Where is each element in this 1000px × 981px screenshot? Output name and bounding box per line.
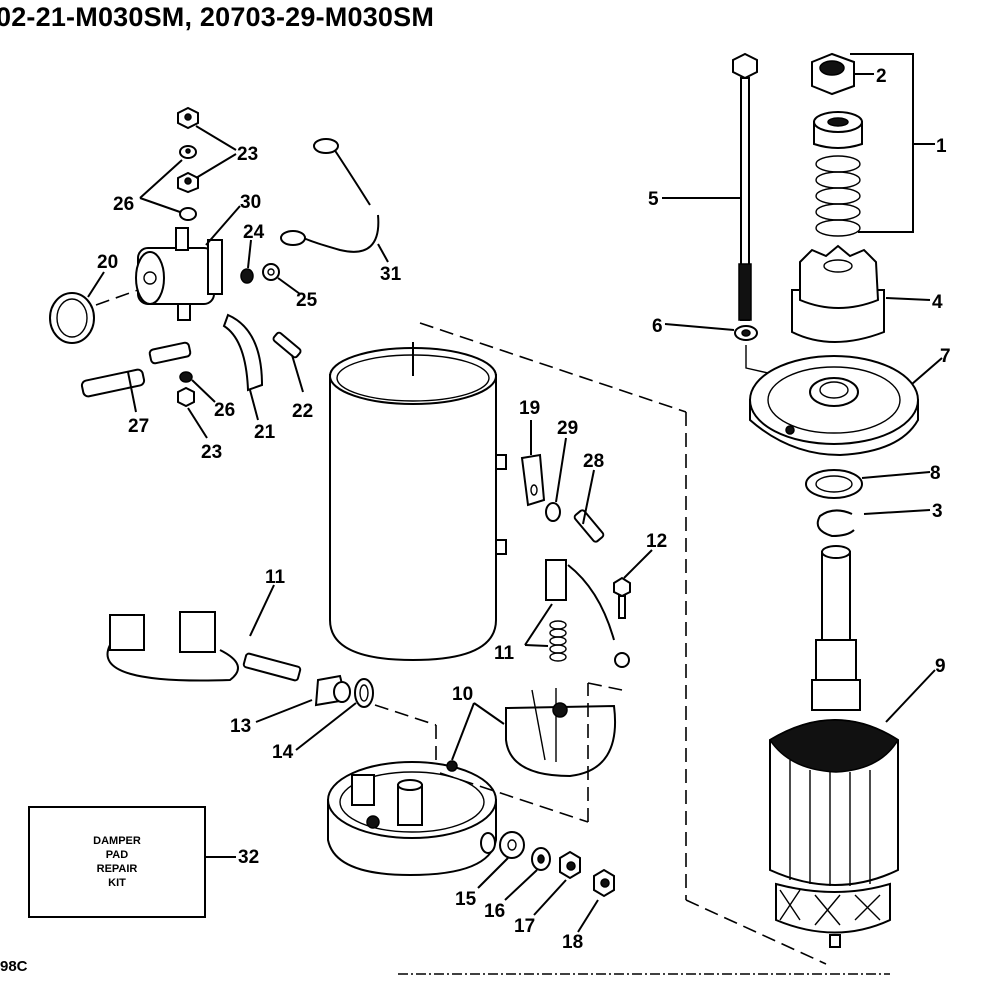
part-12-screw[interactable]	[613, 576, 631, 668]
part-26-washer-2[interactable]	[179, 207, 197, 221]
part-15-washer[interactable]	[499, 831, 525, 859]
callout-28: 28	[583, 451, 604, 472]
part-24-lockwasher[interactable]	[240, 268, 254, 284]
callout-31: 31	[380, 264, 402, 285]
part-17-nut[interactable]	[559, 850, 581, 880]
part-18-nut[interactable]	[593, 868, 615, 898]
part-7-end-cap[interactable]	[749, 355, 919, 457]
callout-30: 30	[240, 192, 261, 213]
callout-15: 15	[455, 889, 477, 910]
part-5-through-bolt[interactable]	[732, 52, 758, 321]
part-14-washer[interactable]	[354, 678, 374, 708]
kit-line-4: KIT	[108, 877, 126, 889]
callout-26-lower: 26	[214, 400, 235, 421]
callout-11-left: 11	[265, 567, 286, 588]
callout-11-right: 11	[494, 643, 515, 664]
part-23-upper-nut[interactable]	[177, 106, 199, 130]
callout-16: 16	[484, 901, 505, 922]
callout-5: 5	[648, 189, 659, 210]
part-23-nut-2[interactable]	[177, 171, 199, 194]
callout-2: 2	[876, 66, 887, 87]
callout-25: 25	[296, 290, 318, 311]
part-26-upper-washer[interactable]	[179, 145, 197, 159]
part-4-pinion-gear[interactable]	[791, 244, 885, 343]
part-20-boot[interactable]	[49, 292, 95, 344]
callout-10: 10	[452, 684, 473, 705]
part-30-solenoid[interactable]	[135, 227, 223, 321]
callout-24: 24	[243, 222, 265, 243]
callout-6: 6	[652, 316, 663, 337]
part-25-nut[interactable]	[262, 263, 280, 281]
part-21-bracket[interactable]	[222, 313, 264, 392]
part-31-cable[interactable]	[280, 138, 380, 253]
part-3-retaining-ring[interactable]	[816, 509, 855, 538]
callout-12: 12	[646, 531, 667, 552]
callout-23-lower: 23	[201, 442, 222, 463]
callout-18: 18	[562, 932, 583, 953]
part-19-clip[interactable]	[520, 453, 546, 507]
part-drive-bushing[interactable]	[813, 111, 863, 149]
kit-line-2: PAD	[105, 849, 129, 861]
part-29-washer[interactable]	[545, 502, 561, 522]
callout-20: 20	[97, 252, 118, 273]
part-22-screw[interactable]	[272, 331, 302, 359]
part-2-nut[interactable]	[811, 52, 855, 96]
callout-27: 27	[128, 416, 149, 437]
part-13-insulator[interactable]	[314, 674, 351, 707]
callout-29: 29	[557, 418, 578, 439]
kit-line-3: REPAIR	[96, 863, 138, 875]
part-27-stud[interactable]	[80, 341, 192, 398]
callout-19: 19	[519, 398, 540, 419]
part-26-lower-washer[interactable]	[179, 371, 193, 383]
part-28-screw[interactable]	[573, 509, 605, 543]
part-drive-spring[interactable]	[815, 155, 861, 237]
part-9-armature[interactable]	[768, 545, 900, 948]
part-11-brush-set-left[interactable]	[106, 611, 302, 682]
callout-21: 21	[254, 422, 276, 443]
callout-22: 22	[292, 401, 313, 422]
part-11-brush-spring-right[interactable]	[545, 559, 615, 662]
part-16-lockwasher[interactable]	[531, 847, 551, 871]
callout-8: 8	[930, 463, 941, 484]
commutator-end-cap[interactable]	[327, 760, 497, 877]
field-frame-housing[interactable]	[329, 347, 507, 662]
diagram-title: 02-21-M030SM, 20703-29-M030SM	[0, 2, 435, 32]
callout-3: 3	[932, 501, 943, 522]
callout-26-upper: 26	[113, 194, 134, 215]
damper-pad-repair-kit-box[interactable]: DAMPER PAD REPAIR KIT	[28, 806, 206, 918]
callout-13: 13	[230, 716, 251, 737]
callout-23-upper: 23	[237, 144, 258, 165]
part-6-washer[interactable]	[734, 325, 758, 341]
callout-14: 14	[272, 742, 294, 763]
part-23-lower-nut[interactable]	[177, 386, 195, 408]
callout-1: 1	[936, 136, 947, 157]
part-10-brush-holder[interactable]	[505, 688, 616, 778]
kit-line-1: DAMPER	[93, 835, 141, 847]
callout-17: 17	[514, 916, 535, 937]
callout-4: 4	[932, 292, 943, 313]
figure-code: 98C	[0, 958, 28, 975]
callout-32: 32	[238, 847, 259, 868]
part-8-thrust-washer[interactable]	[805, 469, 863, 499]
callout-9: 9	[935, 656, 946, 677]
callout-7: 7	[940, 346, 951, 367]
